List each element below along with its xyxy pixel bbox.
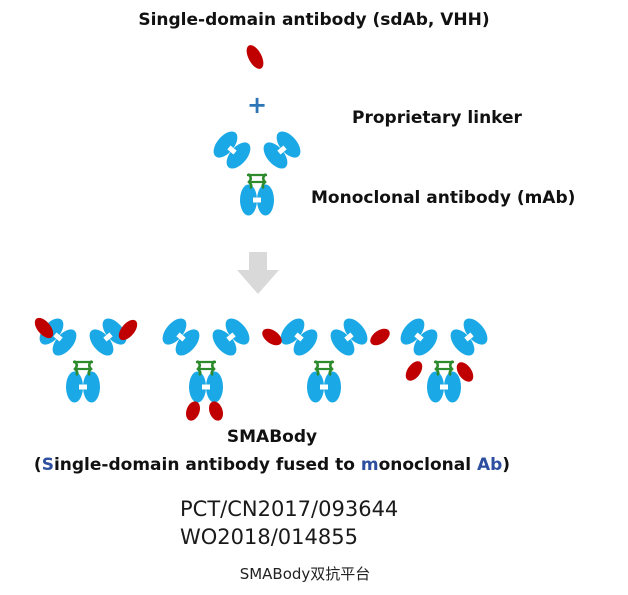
- platform-label: SMABody双抗平台: [239, 565, 371, 583]
- mab-icon: [207, 125, 307, 217]
- subtitle-part-2: onoclonal: [378, 455, 477, 475]
- subtitle-open-paren: (: [33, 455, 42, 475]
- smabody-format-4-icon: [394, 312, 494, 404]
- plus-sign: +: [247, 91, 267, 119]
- patent-number-1: PCT/CN2017/093644: [180, 497, 399, 521]
- patent-number-2: WO2018/014855: [180, 525, 358, 549]
- down-arrow-icon: [237, 252, 279, 294]
- mab-label: Monoclonal antibody (mAb): [311, 188, 576, 208]
- smabody-format-3-icon: [262, 312, 390, 404]
- subtitle-highlight-m: m: [360, 455, 379, 475]
- smabody-subtitle: (Single-domain antibody fused to monoclo…: [0, 455, 544, 475]
- linker-label: Proprietary linker: [352, 108, 522, 128]
- smabody-format-2-icon: [156, 312, 256, 421]
- smabody-format-1-icon: [33, 312, 138, 404]
- sdab-icon: [246, 45, 264, 69]
- subtitle-highlight-ab: Ab: [476, 455, 503, 475]
- subtitle-close-paren: ): [502, 455, 511, 475]
- subtitle-highlight-s: S: [41, 455, 54, 475]
- smabody-title: SMABody: [226, 427, 318, 447]
- sdab-title: Single-domain antibody (sdAb, VHH): [138, 10, 490, 30]
- subtitle-part-1: ingle-domain antibody fused to: [53, 455, 361, 475]
